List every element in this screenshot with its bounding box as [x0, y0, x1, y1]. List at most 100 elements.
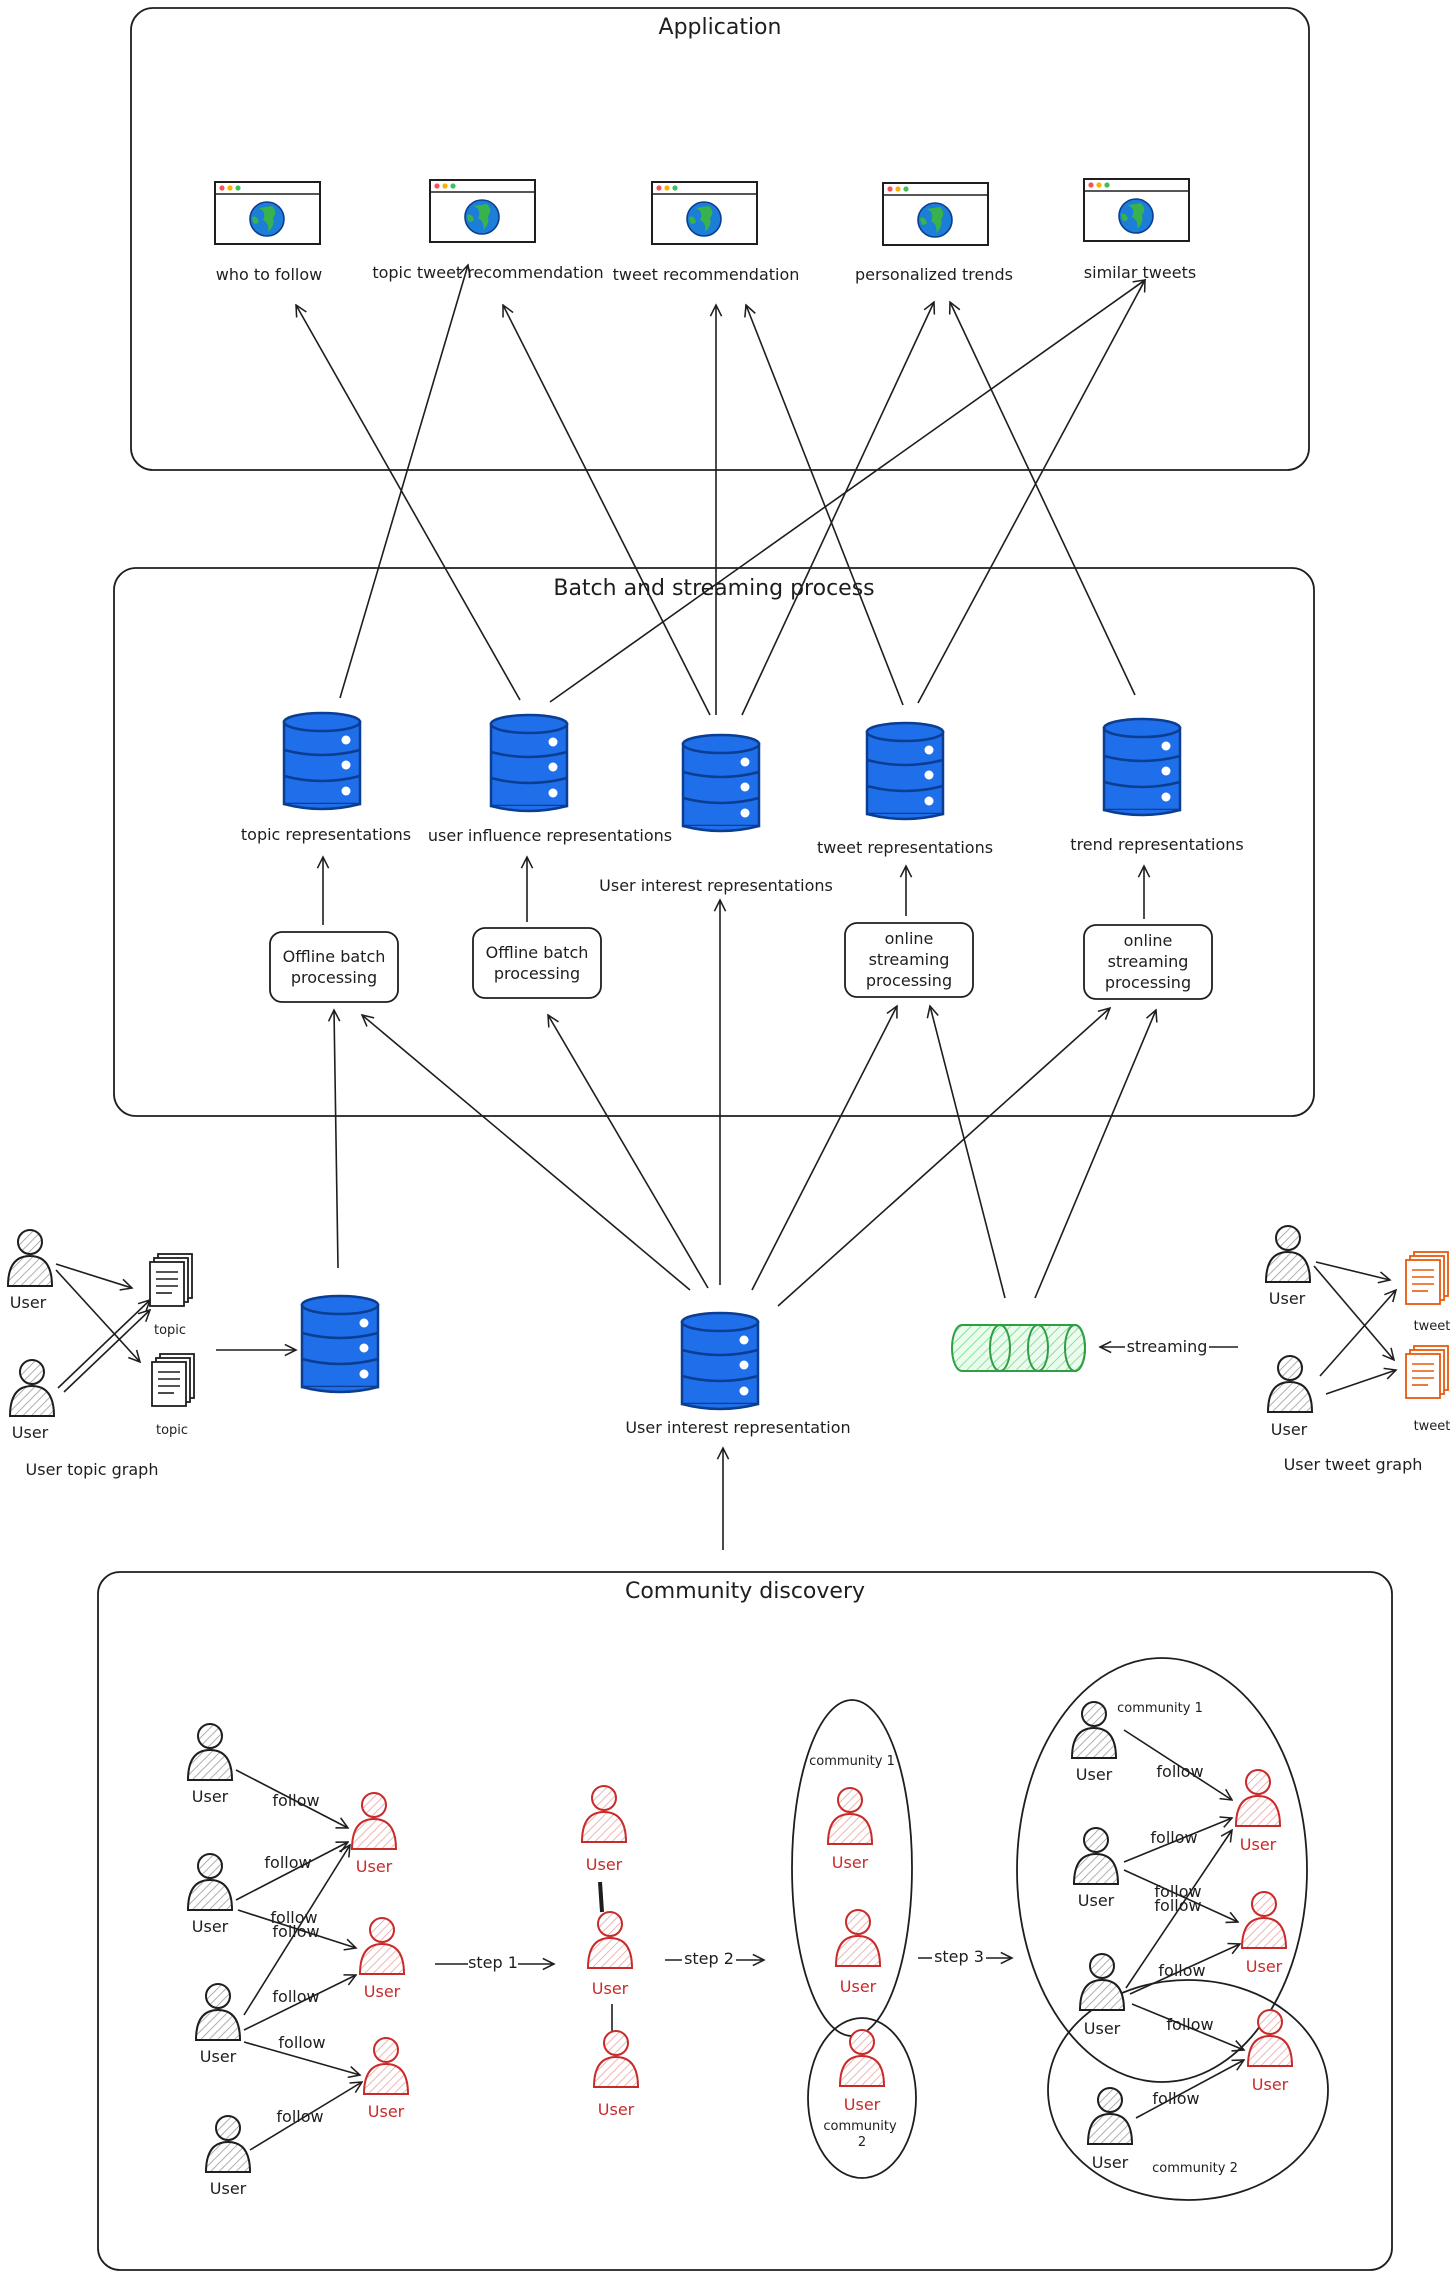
user-icon	[1073, 1827, 1119, 1885]
svg-text:User: User	[598, 2100, 635, 2119]
online-streaming-processing-tweet: online streaming processing	[844, 922, 974, 998]
database-icon	[865, 721, 945, 821]
streaming-label: streaming	[1127, 1337, 1208, 1356]
svg-text:community 1: community 1	[1117, 1701, 1203, 1716]
user-icon	[827, 1787, 873, 1845]
svg-text:topic: topic	[154, 1323, 186, 1338]
database-icon	[282, 711, 362, 811]
step1-label: step 1	[468, 1953, 518, 1972]
svg-text:streaming: streaming	[869, 950, 950, 969]
svg-text:User: User	[210, 2179, 247, 2198]
svg-text:User: User	[1246, 1957, 1283, 1976]
user-icon	[351, 1792, 397, 1850]
representation-to-app-arrows	[296, 265, 1145, 716]
app-label-similar-tweets: similar tweets	[1084, 263, 1196, 282]
svg-text:community 1: community 1	[809, 1754, 895, 1769]
browser-globe-icon	[1083, 178, 1190, 242]
user-topic-graph-label: User topic graph	[26, 1460, 159, 1479]
tweet-representations-label: tweet representations	[817, 838, 993, 857]
database-icon	[489, 713, 569, 813]
svg-text:community 2: community 2	[1152, 2161, 1238, 2176]
svg-text:follow: follow	[272, 1791, 319, 1810]
svg-text:online: online	[885, 929, 934, 948]
database-icon	[1102, 717, 1182, 817]
user-icon	[1247, 2009, 1293, 2067]
step2-label: step 2	[684, 1949, 734, 1968]
batch-streaming-panel	[113, 567, 1315, 1117]
svg-text:online: online	[1124, 931, 1173, 950]
svg-text:processing: processing	[494, 964, 580, 983]
app-topic-tweet-recommendation: topic tweet recommendation	[372, 179, 604, 282]
svg-text:follow: follow	[272, 1922, 319, 1941]
svg-text:User: User	[1092, 2153, 1129, 2172]
user-interest-representation-label: User interest representation	[625, 1418, 850, 1437]
svg-text:follow: follow	[1152, 2089, 1199, 2108]
svg-text:follow: follow	[270, 1908, 317, 1927]
user-icon	[1087, 2087, 1133, 2145]
svg-text:User: User	[1084, 2019, 1121, 2038]
document-stack-icon	[149, 1253, 193, 1307]
svg-text:2: 2	[858, 2135, 866, 2150]
user-icon	[363, 2037, 409, 2095]
app-label-topic-tweet-recommendation: topic tweet recommendation	[372, 263, 603, 282]
svg-text:User: User	[586, 1855, 623, 1874]
user-icon	[9, 1359, 55, 1417]
svg-text:Offline batch: Offline batch	[283, 947, 386, 966]
svg-text:User: User	[844, 2095, 881, 2114]
step3-label: step 3	[934, 1947, 984, 1966]
svg-text:User: User	[356, 1857, 393, 1876]
svg-text:User: User	[10, 1293, 47, 1312]
svg-text:User: User	[200, 2047, 237, 2066]
user-icon	[1071, 1701, 1117, 1759]
input-to-processing-arrows	[334, 900, 1156, 1307]
svg-text:User: User	[832, 1853, 869, 1872]
svg-text:follow: follow	[1154, 1896, 1201, 1915]
svg-text:processing: processing	[1105, 973, 1191, 992]
app-label-tweet-recommendation: tweet recommendation	[613, 265, 800, 284]
user-icon	[835, 1909, 881, 1967]
svg-text:tweet: tweet	[1414, 1319, 1451, 1334]
document-stack-icon	[1405, 1251, 1449, 1305]
database-icon	[681, 733, 761, 833]
browser-globe-icon	[651, 181, 758, 245]
svg-text:community: community	[823, 2119, 897, 2134]
svg-text:follow: follow	[1150, 1828, 1197, 1847]
app-similar-tweets: similar tweets	[1083, 178, 1196, 282]
app-personalized-trends: personalized trends	[855, 182, 1013, 284]
user-icon	[1241, 1891, 1287, 1949]
svg-text:follow: follow	[276, 2107, 323, 2126]
svg-text:follow: follow	[1166, 2015, 1213, 2034]
community-discovery-panel	[97, 1571, 1393, 2271]
svg-text:User: User	[368, 2102, 405, 2121]
user-icon	[195, 1983, 241, 2041]
overlapping-communities: community 1 community 2 User User User U…	[1016, 1657, 1329, 2201]
svg-text:Offline batch: Offline batch	[486, 943, 589, 962]
user-tweet-graph-label: User tweet graph	[1284, 1455, 1423, 1474]
community-2-group: User community 2	[807, 2017, 917, 2179]
offline-batch-processing-topic: Offline batch processing	[269, 931, 399, 1003]
browser-globe-icon	[429, 179, 536, 243]
svg-text:User: User	[192, 1787, 229, 1806]
svg-text:User: User	[1271, 1420, 1308, 1439]
svg-text:follow: follow	[1156, 1762, 1203, 1781]
svg-text:follow: follow	[1154, 1882, 1201, 1901]
svg-text:User: User	[1240, 1835, 1277, 1854]
user-icon	[1235, 1769, 1281, 1827]
user-icon	[593, 2030, 639, 2088]
svg-text:User: User	[1076, 1765, 1113, 1784]
user-interest-representations-label: User interest representations	[599, 876, 833, 895]
offline-batch-processing-influence: Offline batch processing	[472, 927, 602, 999]
svg-text:follow: follow	[278, 2033, 325, 2052]
svg-text:User: User	[1252, 2075, 1289, 2094]
svg-text:processing: processing	[291, 968, 377, 987]
svg-text:User: User	[364, 1982, 401, 2001]
app-who-to-follow: who to follow	[214, 181, 322, 284]
user-icon	[581, 1785, 627, 1843]
database-icon	[680, 1311, 760, 1411]
app-tweet-recommendation: tweet recommendation	[613, 181, 800, 284]
user-icon	[587, 1911, 633, 1969]
user-icon	[839, 2029, 885, 2087]
user-influence-representations-label: user influence representations	[428, 826, 672, 845]
community-discovery-title: Community discovery	[625, 1579, 865, 1604]
